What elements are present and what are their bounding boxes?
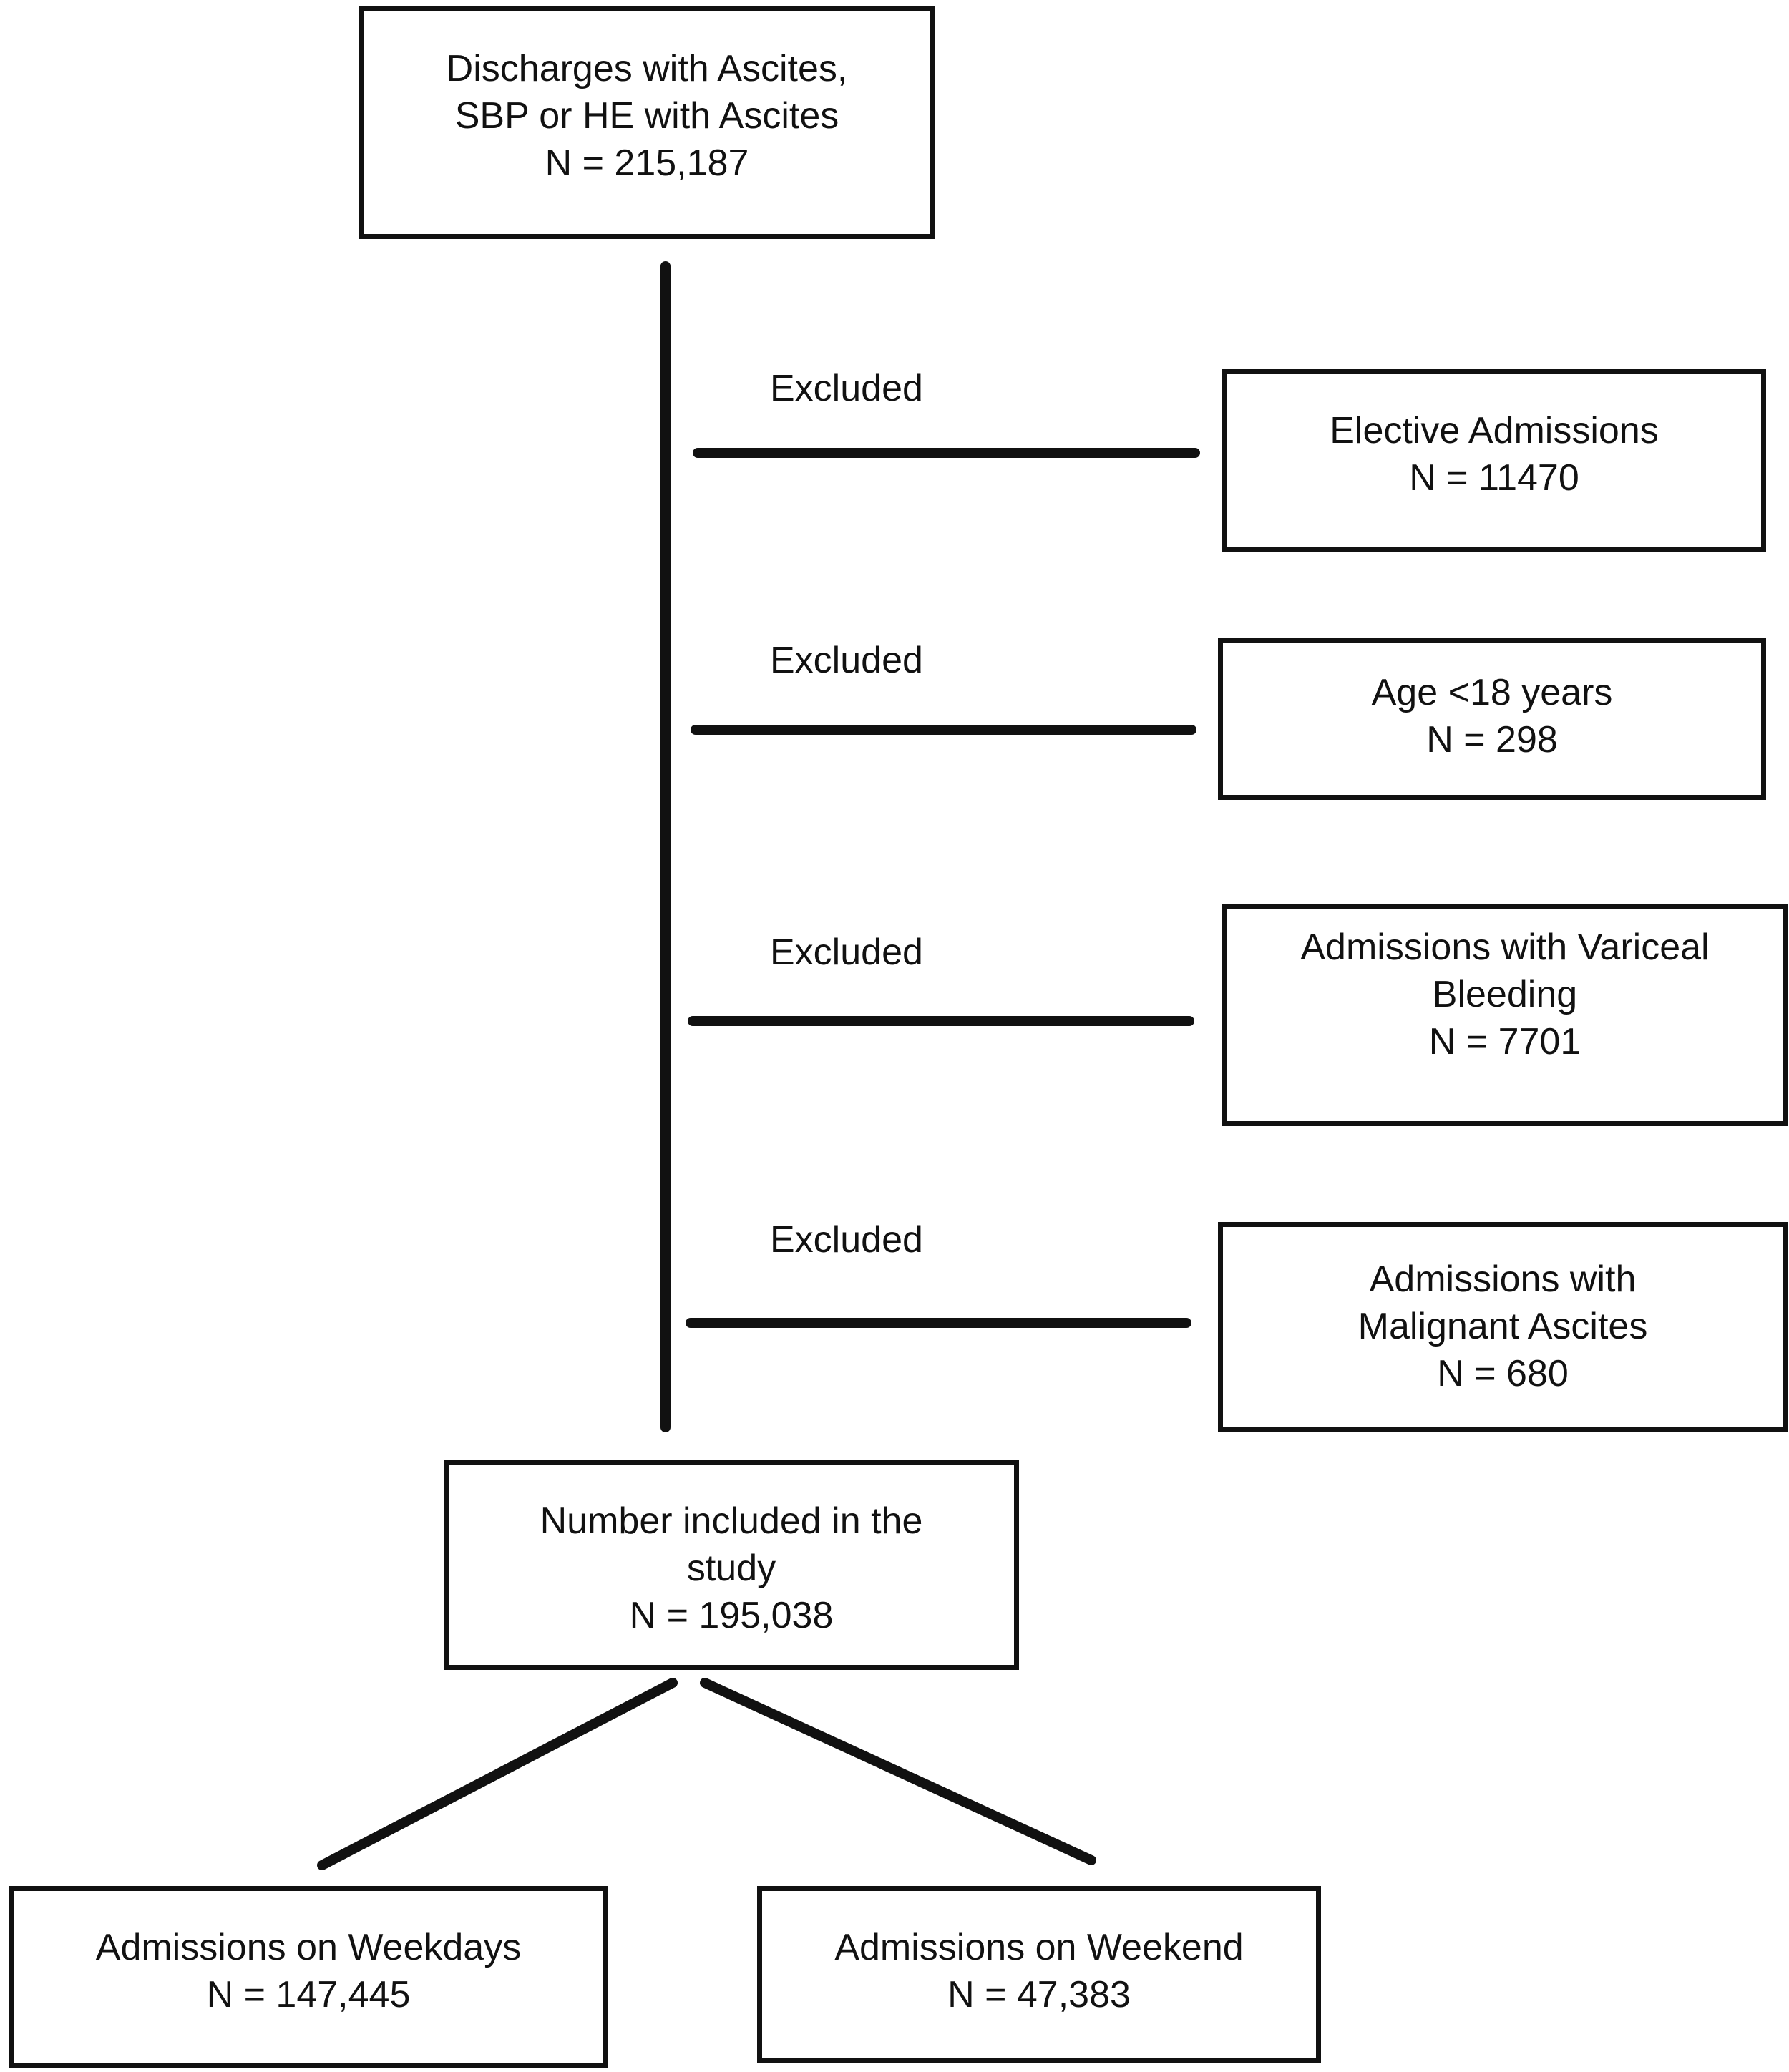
exclusion-box-age: Age <18 years N = 298 (1218, 638, 1766, 800)
included-box: Number included in the study N = 195,038 (444, 1460, 1019, 1670)
included-line-2: study (686, 1548, 776, 1589)
exclusion-1-count: N = 11470 (1409, 457, 1579, 499)
weekend-count: N = 47,383 (947, 1974, 1131, 2015)
top-box-line-1: Discharges with Ascites, (446, 48, 848, 89)
top-box-discharges: Discharges with Ascites, SBP or HE with … (359, 6, 935, 239)
exclusion-2-line-1: Age <18 years (1371, 672, 1613, 713)
exclusion-4-line-2: Malignant Ascites (1357, 1306, 1648, 1347)
top-box-count: N = 215,187 (545, 142, 749, 184)
weekend-box: Admissions on Weekend N = 47,383 (757, 1886, 1321, 2063)
exclusion-3-count: N = 7701 (1428, 1021, 1581, 1062)
weekdays-line-1: Admissions on Weekdays (95, 1927, 522, 1968)
exclusion-3-line-2: Bleeding (1432, 974, 1578, 1015)
exclusion-box-elective: Elective Admissions N = 11470 (1222, 369, 1766, 552)
excluded-label-3: Excluded (770, 932, 923, 973)
excluded-label-4: Excluded (770, 1219, 923, 1261)
split-right-connector (700, 1678, 1096, 1865)
exclusion-box-variceal: Admissions with Variceal Bleeding N = 77… (1222, 904, 1788, 1126)
weekdays-box: Admissions on Weekdays N = 147,445 (9, 1886, 608, 2068)
exclusion-box-malignant: Admissions with Malignant Ascites N = 68… (1218, 1222, 1788, 1432)
exclusion-3-line-1: Admissions with Variceal (1300, 927, 1710, 968)
exclusion-2-count: N = 298 (1426, 719, 1558, 761)
top-box-line-2: SBP or HE with Ascites (454, 95, 839, 137)
weekend-line-1: Admissions on Weekend (834, 1927, 1244, 1968)
included-line-1: Number included in the (540, 1500, 923, 1542)
exclusion-4-count: N = 680 (1437, 1353, 1569, 1394)
weekdays-count: N = 147,445 (206, 1974, 411, 2015)
excluded-label-2: Excluded (770, 640, 923, 681)
split-left-connector (317, 1678, 678, 1870)
exclusion-1-line-1: Elective Admissions (1330, 410, 1659, 451)
exclusion-4-line-1: Admissions with (1369, 1259, 1637, 1300)
excluded-label-1: Excluded (770, 368, 923, 409)
included-count: N = 195,038 (629, 1595, 834, 1636)
